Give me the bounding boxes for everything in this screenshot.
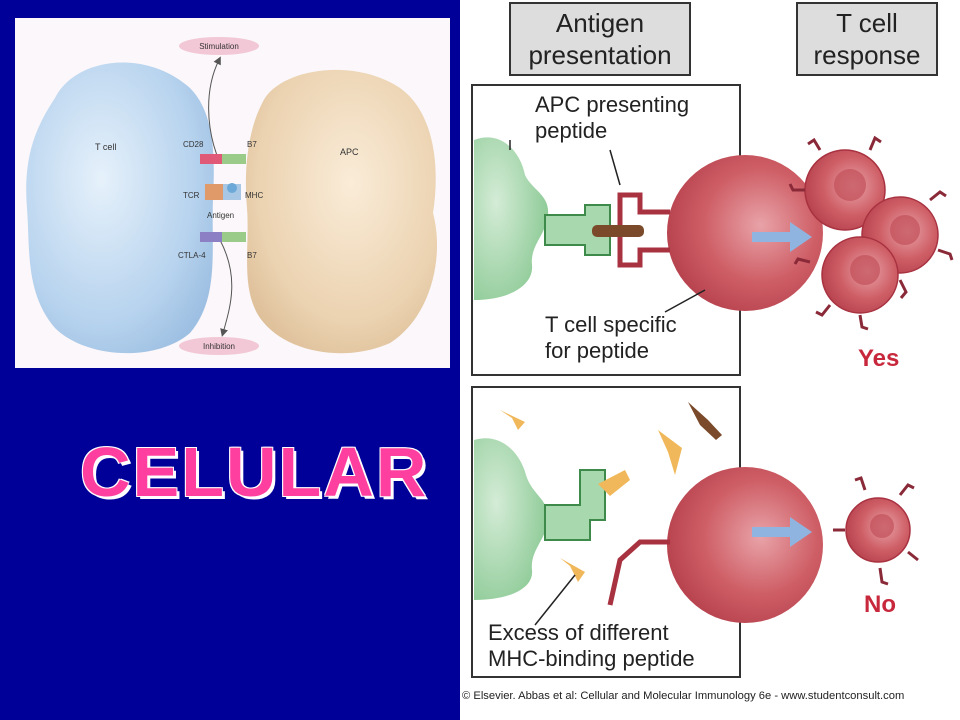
inhibition-arrow xyxy=(219,239,233,337)
antigen-presentation-figure: Antigen presentation T cell response APC… xyxy=(460,0,960,720)
stimulation-arrow xyxy=(208,56,221,164)
top-apc-label-line2: peptide xyxy=(535,118,607,143)
stimulation-oval xyxy=(179,37,259,55)
t-cell-label: T cell xyxy=(95,142,116,152)
top-peptide xyxy=(592,225,644,237)
b7-top-label: B7 xyxy=(247,140,257,149)
celular-title: CELULAR xyxy=(80,433,429,511)
tcr-spikes-bottom xyxy=(833,476,919,586)
synapse-diagram: T cell APC Stimulation Inhibition CD28 B… xyxy=(26,37,438,355)
t-cell-shape xyxy=(26,62,214,354)
b7-bottom-label: B7 xyxy=(247,251,257,260)
top-result-yes: Yes xyxy=(858,345,899,372)
top-apc-pointer xyxy=(609,149,621,186)
top-result-arrow xyxy=(752,222,812,252)
synapse-figure: T cell APC Stimulation Inhibition CD28 B… xyxy=(15,18,450,368)
antigen-label: Antigen xyxy=(207,211,234,220)
b7-bottom-ligand xyxy=(222,232,246,242)
free-specific-peptide xyxy=(688,402,722,440)
bottom-tcell-shape xyxy=(667,467,823,623)
tcr-label: TCR xyxy=(183,191,200,200)
bottom-result-no: No xyxy=(864,591,896,618)
inhibition-oval xyxy=(179,337,259,355)
header-right-line1: T cell xyxy=(836,8,898,38)
free-peptide-2 xyxy=(658,430,682,475)
top-tcell-pointer xyxy=(664,289,706,313)
ctla4-label: CTLA-4 xyxy=(178,251,206,260)
header-right-line2: response xyxy=(814,40,921,70)
header-left-line2: presentation xyxy=(528,40,671,70)
header-left-line1: Antigen xyxy=(556,8,644,38)
top-tcell-shape xyxy=(667,155,823,311)
top-mhc-molecule xyxy=(544,204,611,256)
free-peptide-1 xyxy=(500,410,525,430)
credit-line: © Elsevier. Abbas et al: Cellular and Mo… xyxy=(462,690,904,702)
bottom-mhc-molecule xyxy=(544,469,606,541)
top-apc-label-line1: APC presenting xyxy=(535,92,689,117)
mhc-label: MHC xyxy=(245,191,263,200)
proliferated-tcells xyxy=(788,135,954,331)
apc-label: APC xyxy=(340,147,359,157)
inhibition-label: Inhibition xyxy=(203,342,235,351)
header-tcell-response-box xyxy=(796,2,938,76)
tcr-spikes-top xyxy=(788,135,954,331)
bottom-apc-shape xyxy=(474,438,549,600)
bottom-bound-peptide xyxy=(598,470,630,496)
antigen-presentation-diagram: Antigen presentation T cell response APC… xyxy=(462,2,954,702)
cd28-receptor xyxy=(200,154,222,164)
b7-top-ligand xyxy=(222,154,246,164)
apc-shape xyxy=(245,69,438,354)
top-apc-shape xyxy=(474,137,549,300)
bottom-excess-pointer xyxy=(534,574,576,626)
tcr-receptor xyxy=(205,184,223,200)
free-peptide-3 xyxy=(560,558,585,582)
bottom-result-arrow xyxy=(752,517,812,547)
bottom-excess-label-line1: Excess of different xyxy=(488,620,669,645)
top-tcell-label-line2: for peptide xyxy=(545,338,649,363)
bottom-excess-label-line2: MHC-binding peptide xyxy=(488,646,695,671)
stimulation-label: Stimulation xyxy=(199,42,239,51)
single-tcell xyxy=(833,476,919,586)
top-tcell-label-line1: T cell specific xyxy=(545,312,677,337)
ctla4-receptor xyxy=(200,232,222,242)
header-antigen-presentation-box xyxy=(509,2,691,76)
bottom-tcr-receptor xyxy=(607,539,670,606)
cd28-label: CD28 xyxy=(183,140,204,149)
antigen-dot xyxy=(227,183,237,193)
